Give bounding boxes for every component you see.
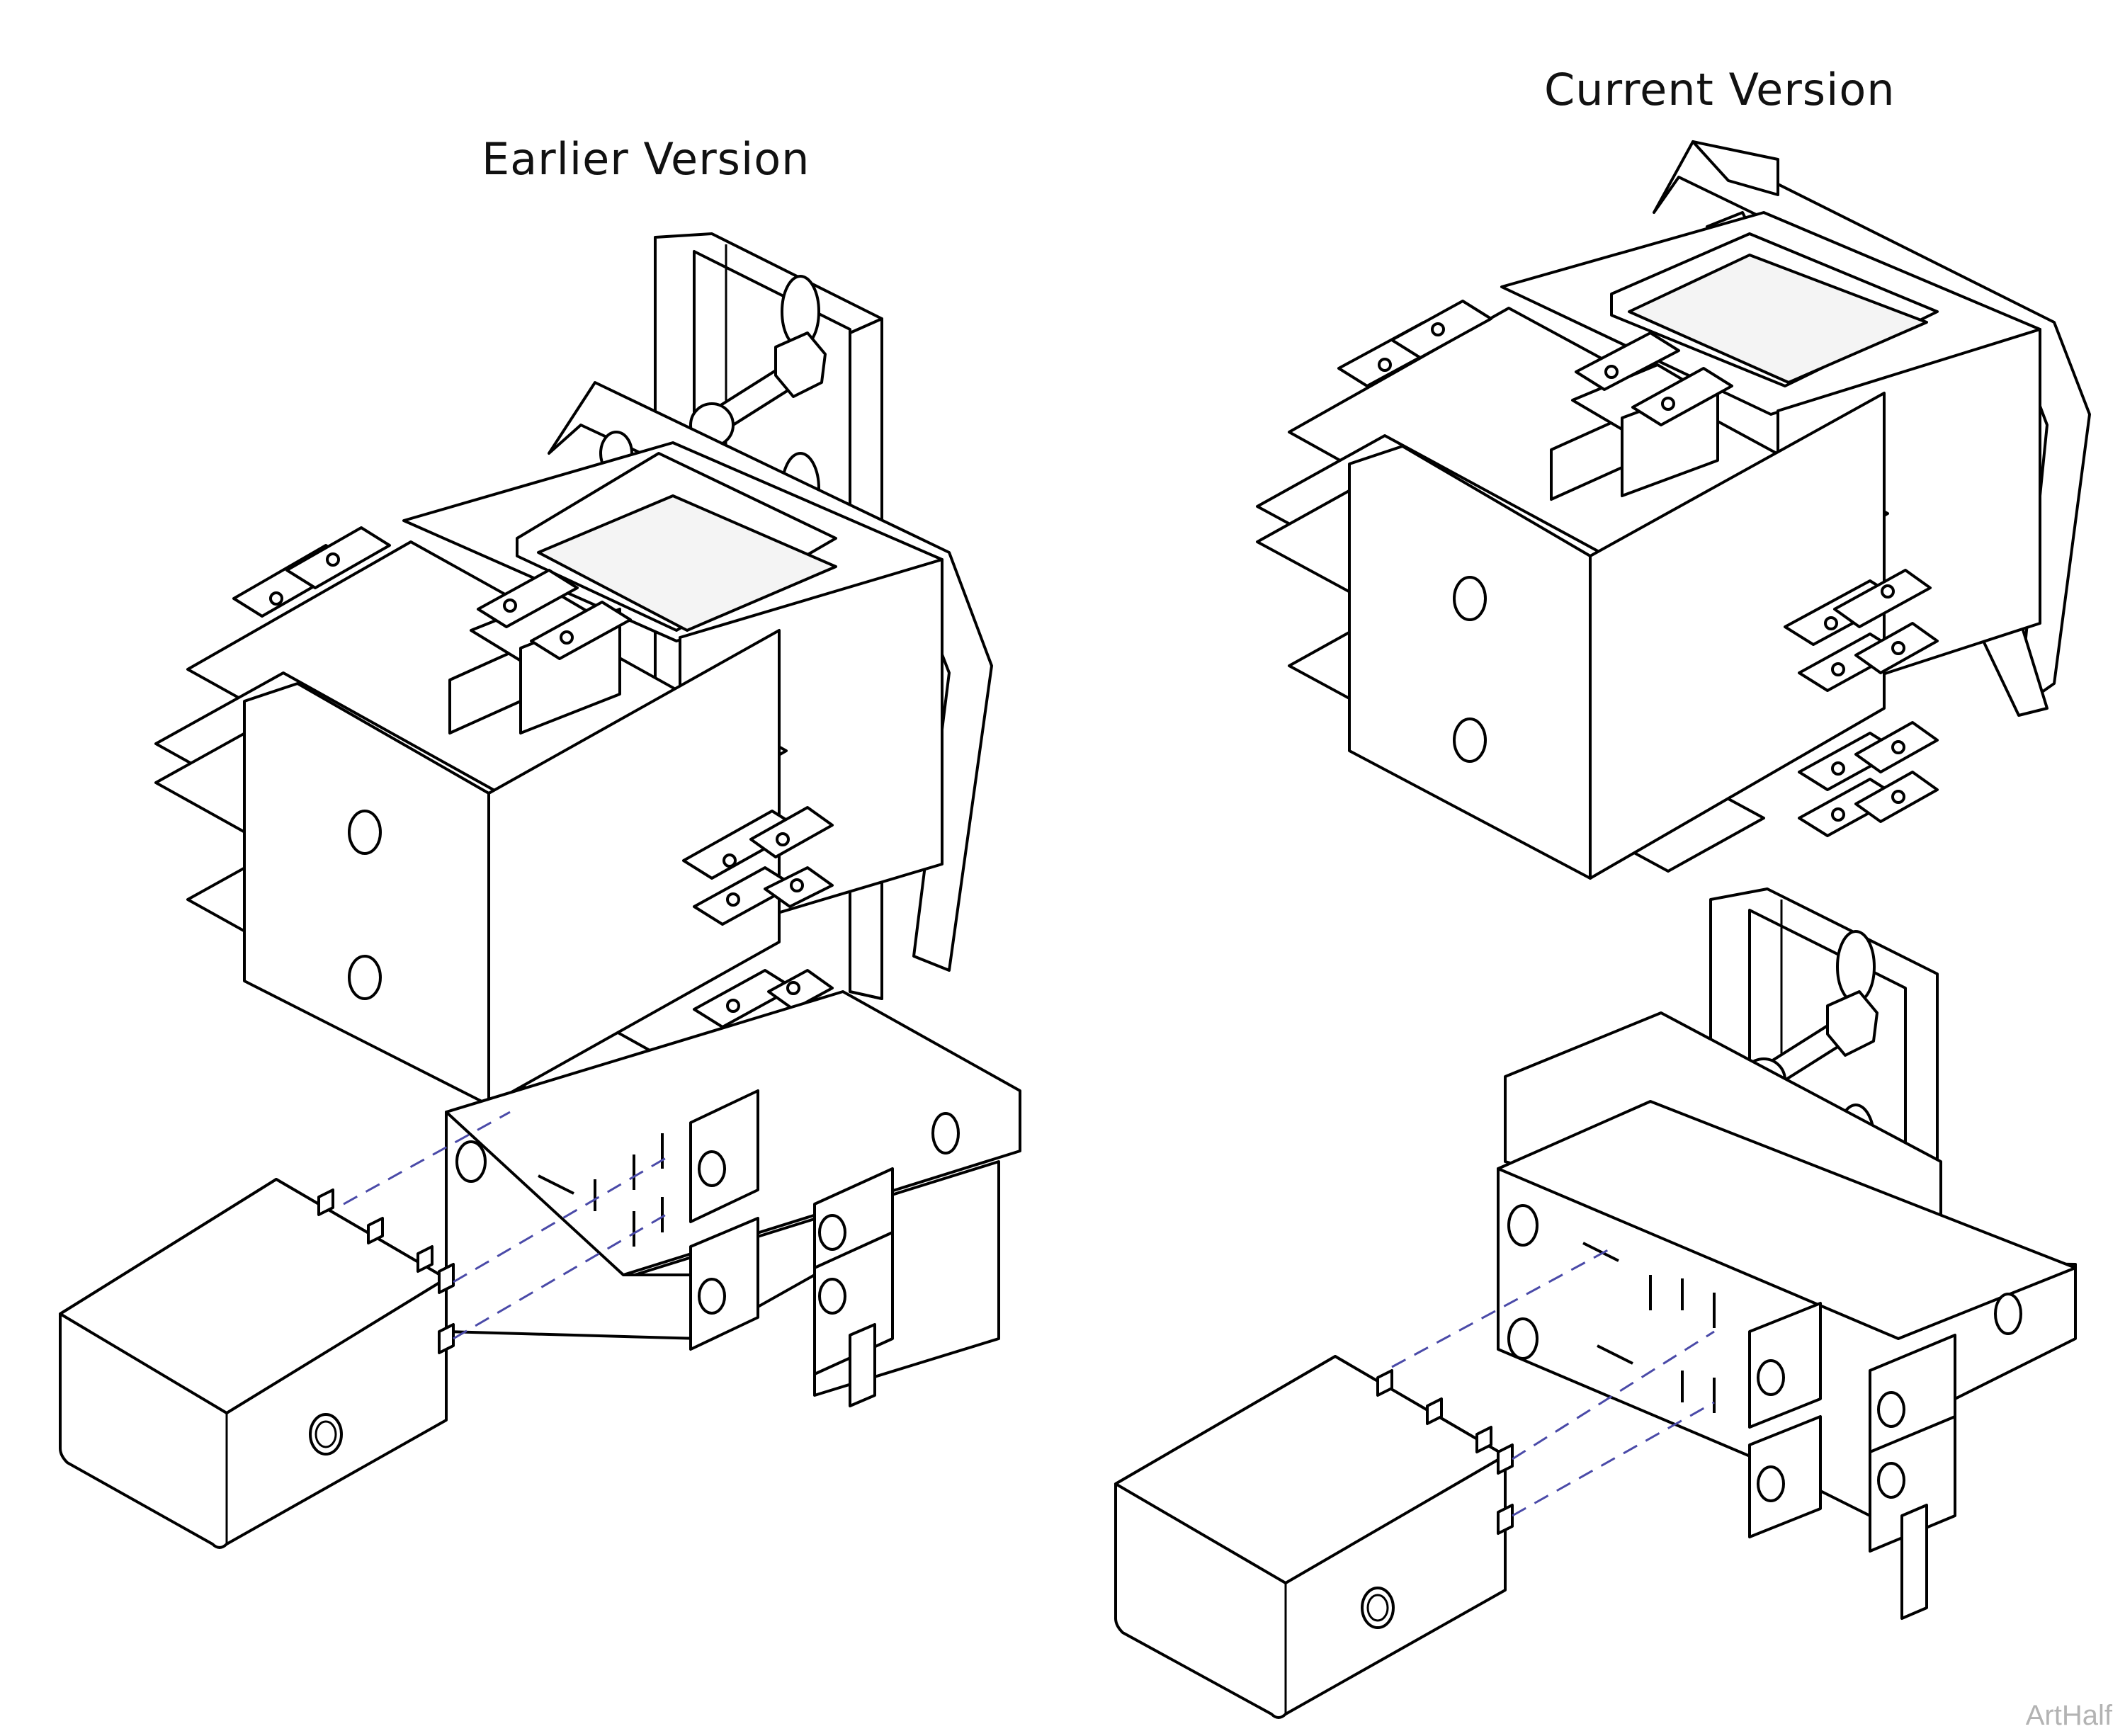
- current-relay-socket: [1497, 1011, 2077, 1620]
- earlier-relay-socket: [445, 990, 1021, 1407]
- current-relay-body: [1256, 307, 1889, 880]
- current-plugin-relay: [1114, 1355, 1514, 1719]
- current-version-assembly: [1114, 140, 2091, 1719]
- earlier-plugin-relay: [59, 1178, 455, 1549]
- watermark-label: ArtHalf: [2025, 1700, 2112, 1731]
- earlier-version-assembly: [59, 232, 1021, 1549]
- current-version-label: Current Version: [1544, 64, 1896, 115]
- earlier-relay-body: [154, 540, 788, 1110]
- earlier-version-label: Earlier Version: [482, 133, 810, 185]
- current-terminals: [1337, 300, 1939, 837]
- current-alignment-lines: [1391, 1249, 1715, 1517]
- earlier-alignment-lines: [343, 1111, 667, 1340]
